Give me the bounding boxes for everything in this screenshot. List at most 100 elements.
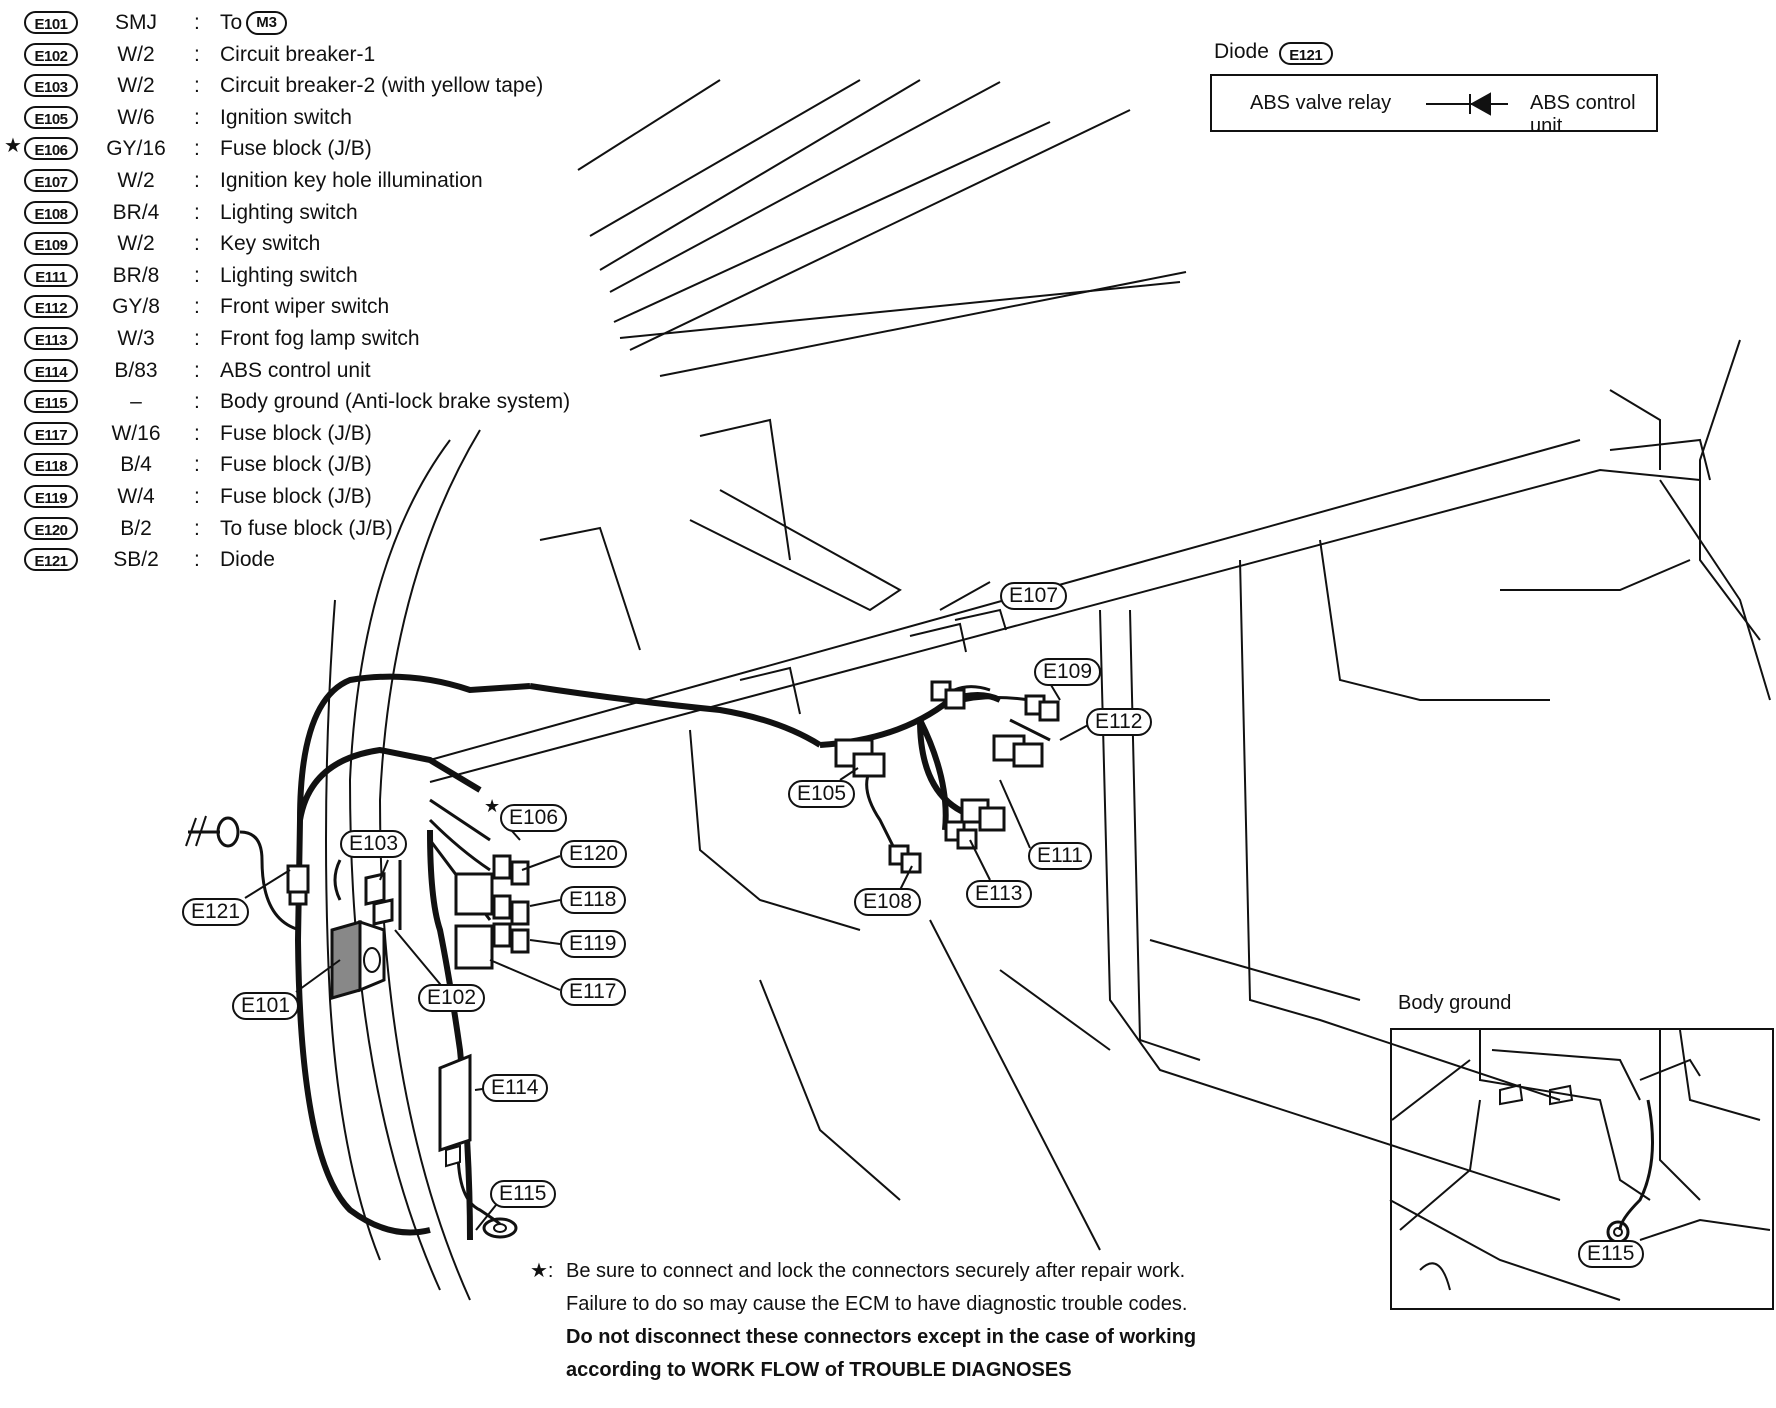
connector-badge: E105 <box>24 105 78 129</box>
legend-colon: : <box>194 358 200 382</box>
note-line-1: ★: Be sure to connect and lock the conne… <box>530 1255 1196 1288</box>
diode-left-label: ABS valve relay <box>1250 92 1392 114</box>
diode-title: Diode E121 <box>1214 40 1333 65</box>
legend-colon: : <box>194 11 200 34</box>
legend-colon: : <box>194 169 200 192</box>
callout-e114: E114 <box>482 1074 548 1102</box>
star-mark: ★ <box>484 796 501 816</box>
connector-badge: E118 <box>24 453 78 477</box>
callout-e119: E119 <box>560 930 626 958</box>
diode-symbol <box>1426 92 1508 116</box>
connector-desc: Fuse block (J/B) <box>220 453 372 477</box>
connector-spec: W/2 <box>117 42 155 66</box>
connector-badge: E103 <box>24 74 78 98</box>
diode-right-label: ABS control unit <box>1530 92 1636 137</box>
connector-desc: Key switch <box>220 232 321 256</box>
callout-e117: E117 <box>560 978 626 1006</box>
repair-note: ★: Be sure to connect and lock the conne… <box>530 1255 1196 1387</box>
connector-badge: E113 <box>24 327 78 350</box>
callout-e120: E120 <box>560 840 628 868</box>
callout-e103: E103 <box>340 830 408 858</box>
connector-spec: W/2 <box>117 74 155 98</box>
callout-e111: E111 <box>1028 842 1092 870</box>
legend-colon: : <box>194 137 200 161</box>
connector-spec: W/3 <box>117 327 155 350</box>
connector-spec: – <box>130 390 142 414</box>
connector-spec: B/4 <box>120 453 152 477</box>
dash-connectors <box>834 680 1060 874</box>
connector-badge: E107 <box>24 169 78 192</box>
legend-colon: : <box>194 327 200 350</box>
connector-desc: Circuit breaker-1 <box>220 42 376 66</box>
e114-unit <box>438 1053 472 1168</box>
legend-colon: : <box>194 200 200 224</box>
legend-colon: : <box>194 516 200 540</box>
connector-spec: BR/8 <box>112 263 160 287</box>
star-mark: ★ <box>4 135 22 158</box>
connector-badge: E117 <box>24 421 78 445</box>
callout-e107: E107 <box>1000 582 1068 610</box>
diode-connector-badge: E121 <box>1278 42 1333 65</box>
callout-e115-inset: E115 <box>1578 1240 1644 1268</box>
connector-ref-badge: M3 <box>246 11 288 35</box>
connector-desc: Fuse block (J/B) <box>220 137 372 161</box>
body-ground-title: Body ground <box>1398 992 1512 1014</box>
callout-e105: E105 <box>788 780 856 808</box>
connector-spec: W/4 <box>117 485 155 508</box>
connector-spec: BR/4 <box>112 200 160 224</box>
connector-badge: E109 <box>24 232 78 256</box>
callout-e121: E121 <box>182 898 250 926</box>
diode-schematic: ABS valve relay ABS control unit <box>1210 74 1658 137</box>
connector-spec: B/83 <box>114 358 158 382</box>
callout-e109: E109 <box>1034 658 1102 686</box>
connector-badge: E121 <box>24 548 78 572</box>
legend-colon: : <box>194 105 200 129</box>
connector-spec: W/2 <box>117 232 155 256</box>
legend-colon: : <box>194 548 200 572</box>
connector-badge: E102 <box>24 42 78 66</box>
connector-desc: Front wiper switch <box>220 295 390 319</box>
callout-e108: E108 <box>854 888 922 916</box>
legend-colon: : <box>194 390 200 414</box>
connector-spec: W/2 <box>117 169 155 192</box>
legend-colon: : <box>194 453 200 477</box>
main-harness <box>294 673 1002 1241</box>
connector-desc-text: To <box>220 11 243 34</box>
windshield-lines <box>577 79 1187 377</box>
note-line-2: Failure to do so may cause the ECM to ha… <box>566 1293 1188 1315</box>
body-ground-inset <box>1390 1028 1774 1310</box>
connector-badge: E112 <box>24 295 78 319</box>
note-line-3: Do not disconnect these connectors excep… <box>566 1326 1197 1348</box>
legend-colon: : <box>194 421 200 445</box>
fuse-block-connectors <box>454 854 530 970</box>
note-line-4: according to WORK FLOW of TROUBLE DIAGNO… <box>566 1359 1072 1381</box>
connector-spec: GY/16 <box>106 137 166 161</box>
callout-e102: E102 <box>418 984 486 1012</box>
dashboard-outline <box>429 339 1771 1251</box>
legend-colon: : <box>194 74 200 98</box>
connector-desc: Ignition switch <box>220 105 352 129</box>
connector-badge: E101 <box>24 11 78 34</box>
connector-desc: Body ground (Anti-lock brake system) <box>220 390 571 414</box>
connector-badge: E120 <box>24 516 78 540</box>
callout-e115: E115 <box>490 1180 556 1208</box>
callout-e106: E106 <box>500 804 568 832</box>
legend-colon: : <box>194 485 200 508</box>
note-star: ★: <box>530 1260 554 1282</box>
leader-lines <box>244 581 1091 1231</box>
connector-desc: Diode <box>220 548 275 572</box>
callout-e118: E118 <box>560 886 626 914</box>
connector-desc: Circuit breaker-2 (with yellow tape) <box>220 74 544 98</box>
connector-badge: E111 <box>24 263 78 287</box>
note-line-1-text: Be sure to connect and lock the connecto… <box>566 1260 1186 1282</box>
connector-desc: ABS control unit <box>220 358 371 382</box>
a-pillar <box>325 429 481 1301</box>
legend-colon: : <box>194 232 200 256</box>
connector-badge: E119 <box>24 485 78 508</box>
inset-drawing <box>1389 1029 1771 1301</box>
connector-desc: Lighting switch <box>220 263 358 287</box>
connector-spec: B/2 <box>120 516 152 540</box>
